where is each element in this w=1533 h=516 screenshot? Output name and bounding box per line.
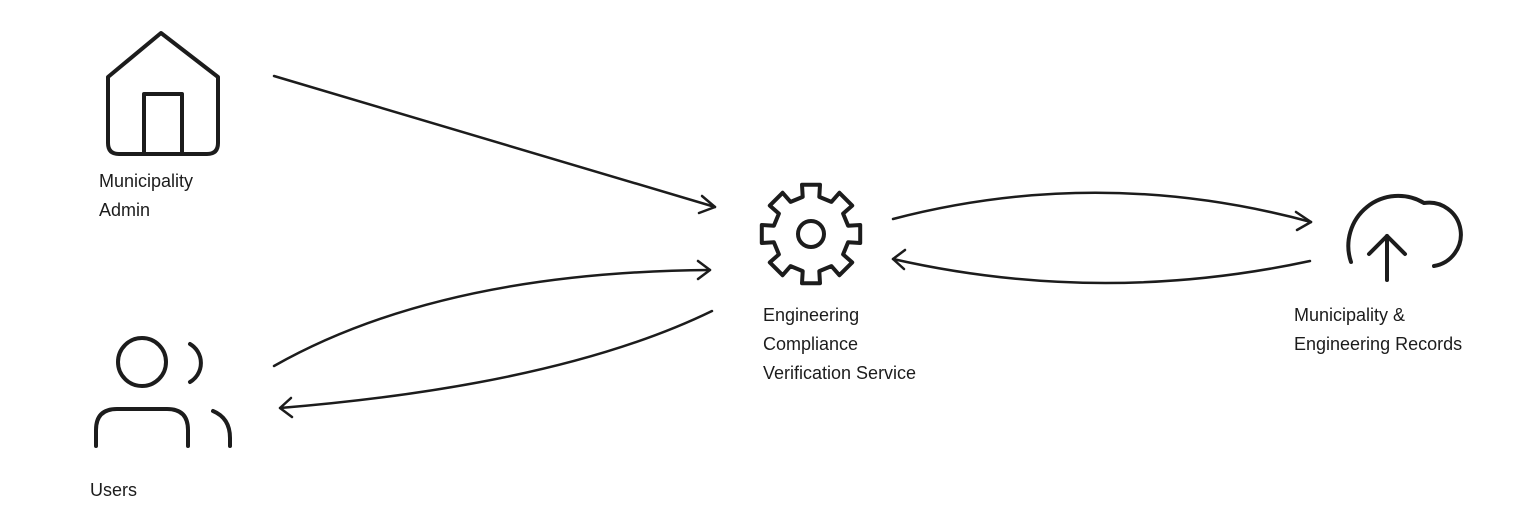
label-line: Engineering Records — [1294, 334, 1463, 354]
edge-records-to-service — [891, 248, 1312, 285]
edge-service-to-records — [891, 191, 1313, 232]
users-icon — [94, 336, 232, 448]
edge-admin-to-service — [272, 74, 717, 215]
edge-users-to-service — [272, 259, 712, 368]
cloud-upload-icon — [1346, 193, 1463, 282]
label-records: Municipality & Engineering Records — [1294, 301, 1462, 359]
gear-icon — [759, 182, 863, 286]
label-line: Engineering — [763, 305, 860, 325]
edge-service-to-users — [278, 309, 714, 419]
label-engineering-service: Engineering Compliance Verification Serv… — [763, 301, 916, 388]
label-line: Compliance — [763, 334, 859, 354]
label-line: Municipality — [99, 171, 194, 191]
label-municipality-admin: Municipality Admin — [99, 167, 193, 225]
label-line: Users — [90, 480, 138, 500]
label-users: Users — [90, 476, 137, 505]
label-line: Admin — [99, 200, 151, 220]
house-icon — [106, 31, 220, 156]
label-line: Municipality & — [1294, 305, 1406, 325]
label-line: Verification Service — [763, 363, 917, 383]
